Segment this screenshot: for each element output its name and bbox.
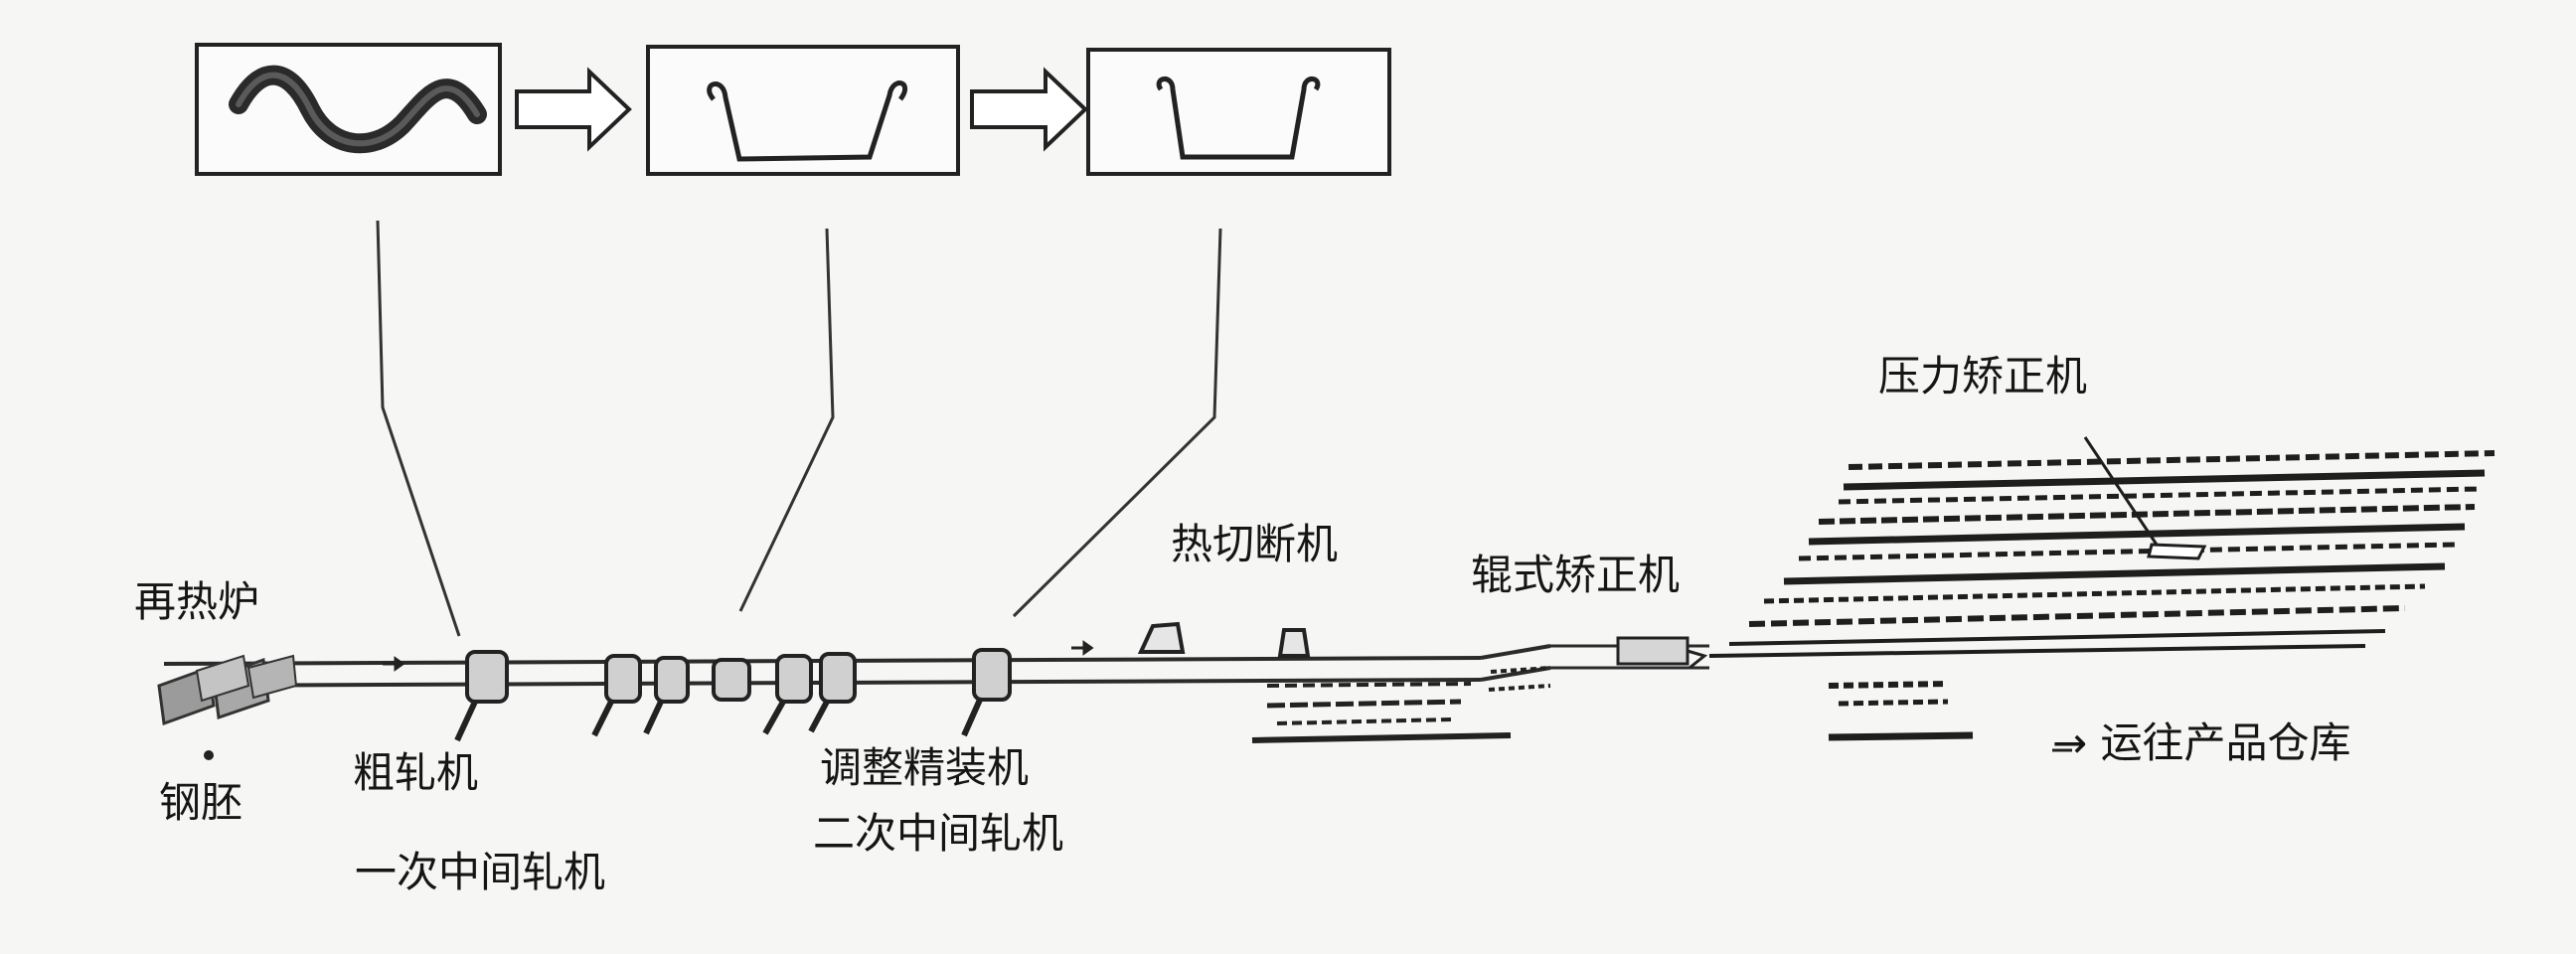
profile-stage-2 [646,45,960,176]
profile-stage-1 [195,43,502,176]
label-steel-billet: 钢胚 [159,778,243,827]
adjust-mill-stand [712,652,857,735]
label-adjust-finishing-mill: 调整精装机 [820,743,1030,792]
label-roughing-mill: 粗轧机 [353,748,479,797]
label-press-straightener: 压力矫正机 [1878,352,2088,400]
leader-lines [376,220,1222,637]
arrow-stage-2-to-3 [970,67,1088,152]
label-second-intermediate-mill: 二次中间轧机 [813,809,1064,858]
storage-and-press-area [1708,436,2496,741]
roller-straightener-icon [1616,636,1708,670]
reheating-furnace-icon [157,654,298,760]
cooling-bed-1 [1251,666,1551,743]
hot-cutting-saws [1137,621,1311,658]
label-to-warehouse: → 运往产品仓库 [2052,718,2351,767]
intermediate-mill-stand-2 [961,648,1012,737]
profile-stage-3 [1086,48,1391,176]
mill-stands [454,648,1012,742]
label-hot-cutting-machine: 热切断机 [1171,520,1339,568]
label-roller-straightener: 辊式矫正机 [1471,551,1681,599]
flow-arrows [383,640,1094,672]
label-first-intermediate-mill: 一次中间轧机 [355,848,606,896]
label-reheating-furnace: 再热炉 [134,577,260,626]
arrow-stage-1-to-2 [515,67,632,152]
intermediate-mill-stand-1 [591,654,690,737]
roughing-mill-stand [454,650,509,742]
